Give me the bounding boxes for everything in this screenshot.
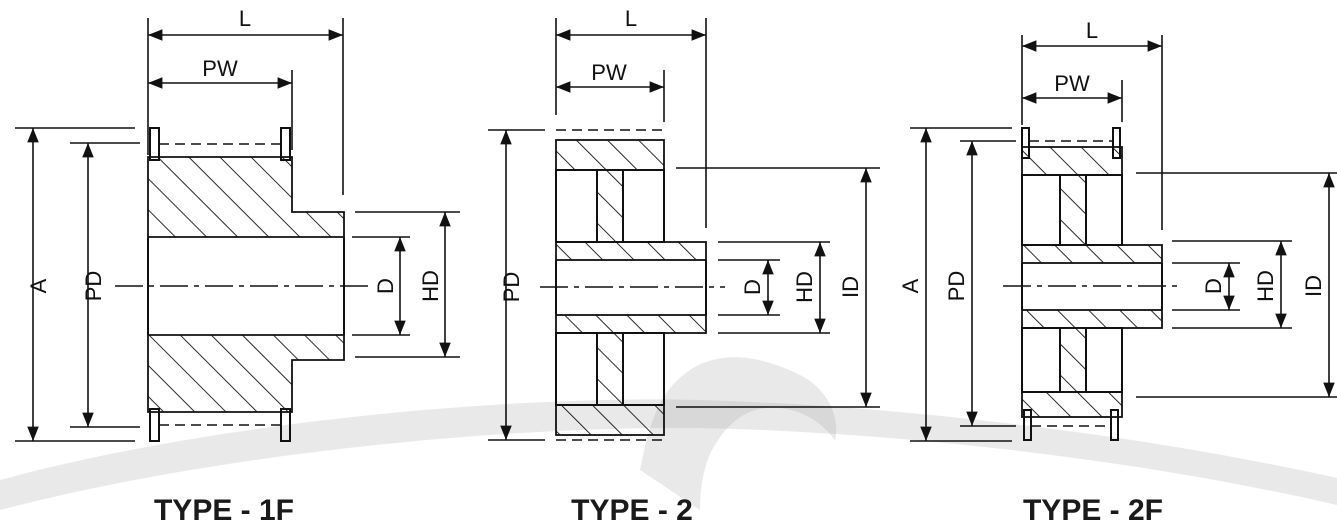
type-1f-title: TYPE - 1F: [154, 494, 294, 527]
type-2f-label-d: D: [1201, 278, 1226, 294]
type-2f-label-hd: HD: [1253, 270, 1278, 302]
type-1f-label-l: L: [239, 6, 251, 31]
type-1f-upper-body: [147, 156, 345, 238]
type-1f-label-pw: PW: [202, 56, 238, 81]
type-2f-label-pd: PD: [944, 271, 969, 302]
drawing-type-2f: L PW A PD D HD ID TYPE - 2F: [898, 18, 1337, 527]
type-2f-label-a: A: [898, 278, 923, 293]
type-2-label-l: L: [625, 6, 637, 31]
watermark-swoosh: [0, 357, 1337, 510]
drawing-type-2: L PW PD D HD ID TYPE - 2: [488, 6, 880, 527]
type-1f-label-hd: HD: [418, 270, 443, 302]
type-2f-title: TYPE - 2F: [1023, 494, 1163, 527]
type-2f-label-l: L: [1086, 18, 1098, 43]
type-2-label-id: ID: [838, 276, 863, 298]
type-1f-label-d: D: [373, 278, 398, 294]
type-2-label-hd: HD: [792, 271, 817, 303]
type-1f-label-pd: PD: [81, 271, 106, 302]
drawing-type-1f: L PW A PD D HD TYPE - 1F: [15, 6, 460, 527]
type-2-label-pd: PD: [499, 272, 524, 303]
type-2-label-d: D: [740, 279, 765, 295]
type-1f-label-a: A: [26, 278, 51, 293]
type-1f-lower-body: [147, 334, 345, 413]
type-2-title: TYPE - 2: [571, 494, 693, 527]
type-2-label-pw: PW: [591, 60, 627, 85]
type-2f-label-pw: PW: [1054, 71, 1090, 96]
type-2f-label-id: ID: [1301, 275, 1326, 297]
